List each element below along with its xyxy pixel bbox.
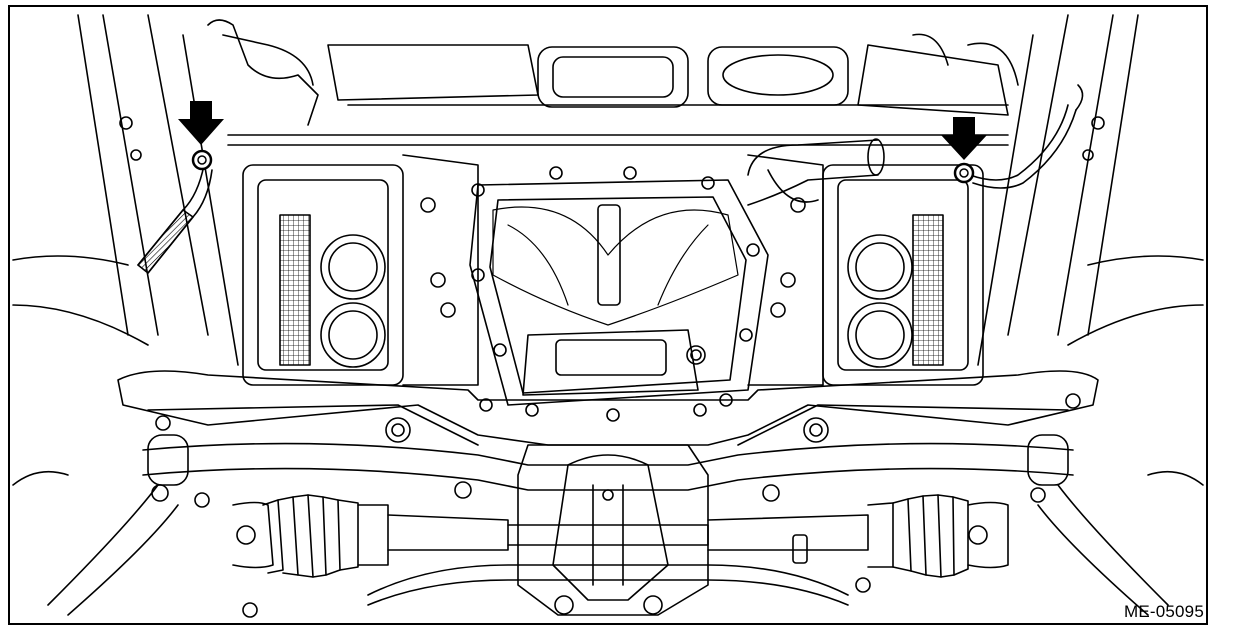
lower-pipes xyxy=(12,470,1204,616)
right-body-panel xyxy=(977,14,1204,366)
left-ground-harness xyxy=(137,164,213,274)
right-ground-harness xyxy=(969,84,1084,189)
figure-code: ME-05095 xyxy=(1123,602,1204,621)
center-reinforcement xyxy=(517,444,709,616)
left-cylinder-head xyxy=(242,154,479,386)
right-ground-bolt xyxy=(953,162,975,184)
left-callout-arrow xyxy=(178,101,224,145)
left-body-panel xyxy=(12,14,239,366)
front-crossmember xyxy=(117,370,1099,446)
steering-rack xyxy=(151,481,1046,618)
right-callout-arrow xyxy=(941,117,987,160)
top-engine-components xyxy=(207,19,1019,146)
oil-pan xyxy=(469,166,769,422)
stabilizer-bar xyxy=(142,434,1074,491)
right-cylinder-head xyxy=(747,154,984,386)
coolant-hose xyxy=(747,138,885,206)
engine-underside-illustration xyxy=(12,14,1204,618)
left-ground-bolt xyxy=(191,149,213,171)
